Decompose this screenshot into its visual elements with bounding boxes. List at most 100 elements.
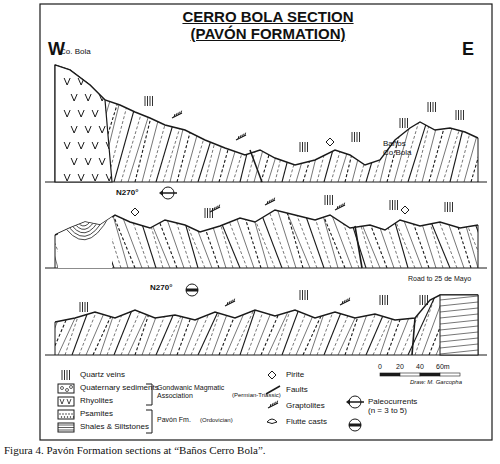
strata-line <box>372 205 394 268</box>
graptolite-symbol <box>225 299 235 306</box>
strata-line <box>162 205 184 268</box>
strata-line <box>317 60 349 182</box>
strata-line <box>4 205 30 268</box>
paleocurrent-symbol <box>346 396 364 408</box>
strata-line <box>394 60 428 182</box>
strata-line <box>156 60 192 182</box>
strata-line <box>381 205 401 268</box>
strata-line <box>324 60 358 182</box>
section-edge <box>55 322 56 355</box>
strata-line <box>485 60 500 182</box>
quartz-vein-symbol <box>428 102 436 112</box>
figure-caption: Figura 4. Pavón Formation sections at “B… <box>4 444 266 456</box>
strata-line <box>478 60 500 182</box>
section-panel <box>0 60 500 182</box>
strata-line <box>0 290 17 355</box>
scale-number: 0 <box>378 363 382 371</box>
strata-line <box>296 290 324 355</box>
graptolite-symbol <box>236 133 246 140</box>
strata-line <box>0 205 16 268</box>
strata-line <box>429 60 463 182</box>
strata-line <box>389 205 415 268</box>
strata-line <box>109 205 135 268</box>
section-edge <box>478 138 479 182</box>
strata-line <box>373 60 411 182</box>
strata-line <box>100 290 122 355</box>
topographic-profile <box>55 295 478 322</box>
strata-line <box>135 60 165 182</box>
strata-line <box>254 290 280 355</box>
strata-line <box>177 290 201 355</box>
strata-line <box>284 205 310 268</box>
age-note: (Ordovician) <box>200 417 233 424</box>
strata-line <box>254 60 288 182</box>
legend-label: Flutte casts <box>286 418 327 427</box>
strata-line <box>401 60 437 182</box>
strata-line <box>171 205 191 268</box>
strata-line <box>30 290 52 355</box>
strata-line <box>0 290 8 355</box>
strata-line <box>282 290 306 355</box>
strata-line <box>249 205 275 268</box>
fault-line <box>250 150 262 182</box>
strata-line <box>215 205 233 268</box>
quartz-vein-symbol <box>420 295 428 305</box>
strata-line <box>338 290 368 355</box>
strata-line <box>354 205 380 268</box>
strata-line <box>153 205 177 268</box>
strata-line <box>121 60 157 182</box>
strata-line <box>0 205 9 268</box>
quartz-vein-symbol <box>352 132 360 142</box>
strata-line <box>40 205 58 268</box>
strata-line <box>163 60 201 182</box>
strata-line <box>23 290 43 355</box>
strata-line <box>121 290 149 355</box>
strata-line <box>219 290 245 355</box>
rhyolite-swatch <box>58 397 74 406</box>
topographic-profile <box>55 65 478 165</box>
strata-line <box>0 205 2 268</box>
strata-line <box>499 60 500 182</box>
legend-label: Rhyolites <box>80 397 113 406</box>
pyrite-symbol <box>326 138 334 146</box>
strata-line <box>144 205 170 268</box>
strata-line <box>359 290 385 355</box>
strata-line <box>310 290 332 355</box>
paleocurrent-symbol <box>186 284 198 296</box>
quartz-vein-symbol <box>300 142 308 152</box>
strata-line <box>2 290 16 355</box>
quartz-vein-symbol <box>456 110 464 120</box>
strata-line <box>149 60 183 182</box>
strata-line <box>16 290 34 355</box>
strata-line <box>477 205 499 268</box>
strata-line <box>107 60 139 182</box>
strata-line <box>0 60 7 182</box>
strata-line <box>163 290 193 355</box>
strata-line <box>93 290 123 355</box>
graptolite-symbol <box>172 111 182 118</box>
strata-line <box>331 290 359 355</box>
strata-line <box>156 290 184 355</box>
strata-line <box>380 60 410 182</box>
pyrite-symbol <box>401 206 409 214</box>
strata-line <box>424 205 450 268</box>
graptolite-symbol <box>340 298 350 305</box>
quartz-vein-symbol <box>300 290 308 300</box>
strata-line <box>422 60 454 182</box>
quartz-vein-symbol <box>205 208 213 218</box>
strata-line <box>206 205 226 268</box>
strata-line <box>226 290 254 355</box>
strata-line <box>31 205 51 268</box>
strata-line <box>352 290 376 355</box>
strata-line <box>44 290 70 355</box>
strata-line <box>398 205 422 268</box>
strata-line <box>198 290 228 355</box>
place-name: Road to 25 de Mayo <box>408 275 478 283</box>
figure-title: CERRO BOLA SECTION (PAVÓN FORMATION) <box>168 9 368 42</box>
strata-line <box>408 290 438 355</box>
legend-label: Quartz veins <box>80 371 125 380</box>
paleocurrent-symbol <box>349 419 361 431</box>
section-edge <box>55 235 56 268</box>
strata-line <box>355 205 373 268</box>
